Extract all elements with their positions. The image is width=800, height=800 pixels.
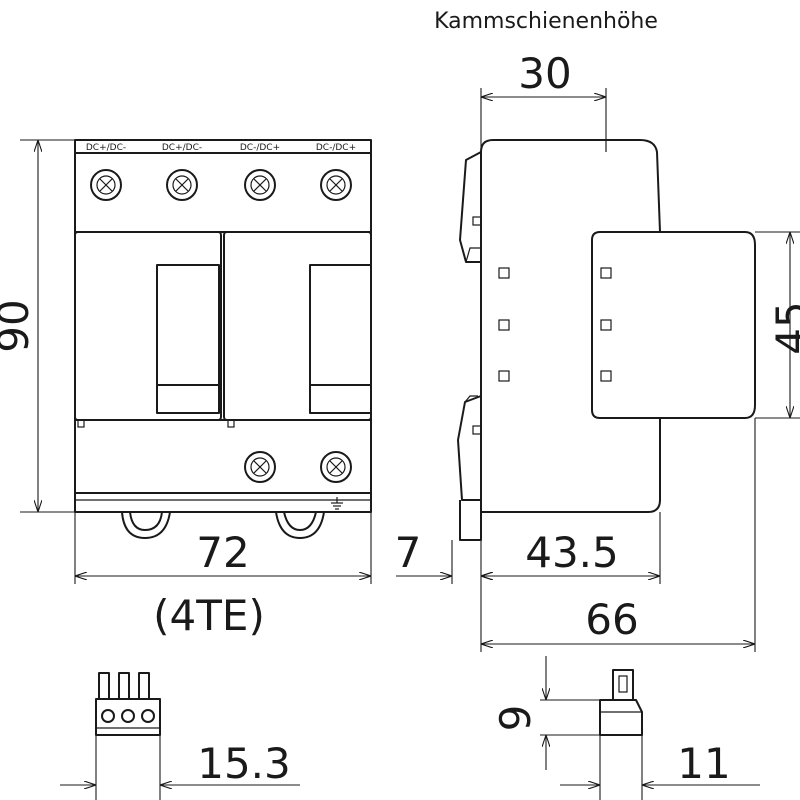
connector-detail bbox=[95, 672, 161, 736]
dimension-plug-depth: 11 bbox=[560, 735, 760, 800]
screw-terminal-icon bbox=[320, 451, 352, 483]
depth-inner-label: 43.5 bbox=[525, 528, 619, 577]
plug-height-label: 9 bbox=[491, 705, 540, 732]
terminal-label-3: DC-/DC+ bbox=[240, 143, 280, 153]
screw-terminal-icon bbox=[244, 451, 276, 483]
dimension-offset: 7 bbox=[395, 528, 500, 584]
busbar-height-label: 30 bbox=[518, 49, 571, 98]
dimension-busbar-height: 30 bbox=[480, 49, 607, 152]
offset-label: 7 bbox=[395, 528, 422, 577]
screw-terminal-icon bbox=[244, 169, 276, 201]
dimension-depth-total: 66 bbox=[481, 418, 756, 652]
dimension-plug-height: 9 bbox=[491, 656, 600, 770]
height-label: 90 bbox=[0, 299, 38, 352]
dimension-connector-width: 15.3 bbox=[60, 735, 300, 800]
screw-terminal-icon bbox=[166, 169, 198, 201]
dimension-height: 90 bbox=[0, 139, 75, 513]
side-view bbox=[457, 139, 756, 541]
terminal-label-2: DC+/DC- bbox=[162, 143, 202, 153]
dimension-width: 72 (4TE) bbox=[74, 512, 372, 640]
screw-terminal-icon bbox=[90, 169, 122, 201]
connector-width-label: 15.3 bbox=[197, 739, 291, 788]
front-view: DC+/DC- DC+/DC- DC-/DC+ DC-/DC+ bbox=[74, 139, 372, 539]
ground-symbol-icon bbox=[331, 497, 343, 510]
drawing-title: Kammschienenhöhe bbox=[434, 9, 658, 34]
plug-in-module-right bbox=[223, 231, 372, 421]
width-units-label: (4TE) bbox=[153, 591, 265, 640]
width-label: 72 bbox=[196, 528, 249, 577]
plug-depth-label: 11 bbox=[677, 739, 730, 788]
plug-detail bbox=[599, 669, 643, 736]
depth-total-label: 66 bbox=[585, 595, 638, 644]
screw-terminal-icon bbox=[320, 169, 352, 201]
terminal-label-1: DC+/DC- bbox=[86, 143, 126, 153]
terminal-label-4: DC-/DC+ bbox=[316, 143, 356, 153]
dimension-depth-inner: 43.5 bbox=[480, 512, 661, 652]
module-height-label: 45 bbox=[767, 301, 800, 354]
dimension-module-height: 45 bbox=[755, 231, 800, 419]
plug-in-module-left bbox=[74, 231, 222, 421]
